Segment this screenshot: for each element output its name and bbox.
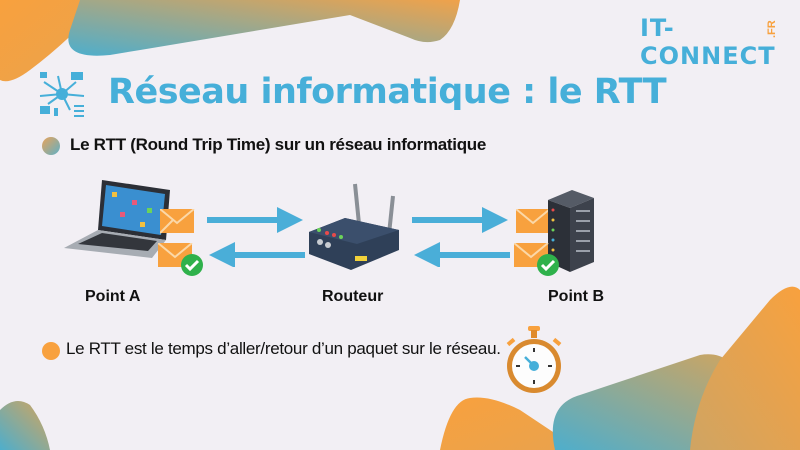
envelope-icon [160,209,195,234]
network-chip-icon [39,72,85,117]
rtt-definition: Le RTT est le temps d’aller/retour d’un … [66,339,501,358]
envelope-icon [516,209,551,233]
logo: IT-CONNECT [640,14,776,70]
arrows-a-router [207,207,305,267]
router-icon [309,183,399,270]
laptop-icon [64,180,170,258]
node-label-router: Routeur [322,288,384,305]
bullet-icon [42,137,60,155]
section-subtitle: Le RTT (Round Trip Time) sur un réseau i… [70,135,487,154]
server-icon [548,190,594,272]
envelope-check-icon [158,243,203,276]
stopwatch-icon [506,326,562,393]
arrows-router-b [412,207,510,267]
page-title: Réseau informatique : le RTT [108,72,667,112]
envelope-check-icon [514,243,559,276]
node-label-point-b: Point B [548,288,604,305]
bullet-icon [42,342,60,360]
node-label-point-a: Point A [85,288,141,305]
